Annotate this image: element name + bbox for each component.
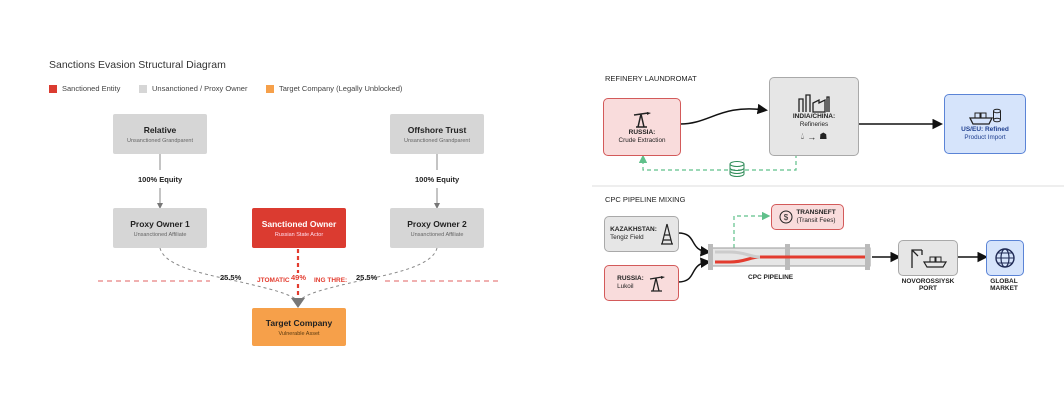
pct-left: 25.5% bbox=[220, 273, 242, 282]
diagram-title: Sanctions Evasion Structural Diagram bbox=[49, 59, 226, 71]
node-sanctioned-owner: Sanctioned Owner Russian State Actor bbox=[252, 208, 346, 248]
node-title: Proxy Owner 2 bbox=[407, 218, 467, 229]
node-title: RUSSIA: bbox=[617, 275, 644, 282]
node-title: Relative bbox=[143, 124, 177, 135]
node-title: TRANSNEFT bbox=[796, 209, 836, 216]
node-novorossiysk-port bbox=[898, 240, 958, 276]
node-russia-lukoil: RUSSIA: Lukoil bbox=[604, 265, 679, 301]
target-arrow-head bbox=[291, 298, 305, 308]
port-label: NOVOROSSIYSK PORT bbox=[898, 278, 958, 292]
oil-drop-icon: 💧︎ bbox=[800, 131, 805, 141]
crane-icon bbox=[911, 249, 948, 268]
node-subtitle: (Transit Fees) bbox=[796, 217, 836, 224]
node-title: Offshore Trust bbox=[407, 124, 467, 135]
node-subtitle: Unsanctioned Affiliate bbox=[410, 231, 464, 238]
node-text: RUSSIA: Lukoil bbox=[617, 275, 644, 291]
legend-label: Target Company (Legally Unblocked) bbox=[279, 84, 403, 93]
node-subtitle: Tengiz Field bbox=[610, 234, 644, 241]
node-subtitle: Russian State Actor bbox=[274, 231, 324, 238]
node-relative: Relative Unsanctioned Grandparent bbox=[113, 114, 207, 154]
legend-label: Sanctioned Entity bbox=[62, 84, 121, 93]
conversion-row: 💧︎ → ☗ bbox=[801, 131, 828, 142]
node-proxy-owner-2: Proxy Owner 2 Unsanctioned Affiliate bbox=[390, 208, 484, 248]
arrow-icon: → bbox=[807, 131, 817, 142]
legend-target: Target Company (Legally Unblocked) bbox=[266, 84, 402, 93]
node-title: INDIA/CHINA: bbox=[792, 113, 836, 120]
threshold-label-right: ING THRE: bbox=[313, 277, 349, 284]
pipeline-label: CPC PIPELINE bbox=[748, 274, 794, 281]
node-proxy-owner-1: Proxy Owner 1 Unsanctioned Affiliate bbox=[113, 208, 207, 248]
node-india-china-refineries: INDIA/CHINA: Refineries 💧︎ → ☗ bbox=[769, 77, 859, 156]
legend-swatch-orange bbox=[266, 84, 274, 93]
pct-right: 25.5% bbox=[356, 273, 378, 282]
node-subtitle: Crude Extraction bbox=[618, 137, 666, 144]
node-subtitle: Product Import bbox=[964, 134, 1006, 141]
market-label: GLOBAL MARKET bbox=[980, 278, 1028, 292]
port-label-line-2: PORT bbox=[918, 285, 938, 292]
node-target-company: Target Company Vulnerable Asset bbox=[252, 308, 346, 346]
legend-swatch-grey bbox=[139, 84, 147, 93]
node-subtitle: Refineries bbox=[799, 121, 829, 128]
refinery-header: REFINERY LAUNDROMAT bbox=[605, 74, 697, 83]
node-subtitle: Unsanctioned Grandparent bbox=[403, 137, 471, 144]
cpc-header: CPC PIPELINE MIXING bbox=[605, 195, 686, 204]
node-title: US/EU: Refined bbox=[961, 126, 1009, 133]
globe-icon bbox=[995, 248, 1015, 268]
ship-icon bbox=[968, 108, 1001, 125]
market-label-line-2: MARKET bbox=[990, 285, 1018, 292]
node-subtitle: Unsanctioned Affiliate bbox=[133, 231, 187, 238]
node-title: Target Company bbox=[265, 317, 333, 328]
equity-label-left: 100% Equity bbox=[138, 175, 183, 184]
derrick-icon bbox=[660, 223, 673, 245]
dollar-icon: $ bbox=[779, 210, 793, 224]
legend-label: Unsanctioned / Proxy Owner bbox=[152, 84, 248, 93]
node-subtitle: Vulnerable Asset bbox=[278, 330, 320, 337]
right-connectors bbox=[592, 103, 1064, 283]
threshold-label-left: JTOMATIC bbox=[256, 277, 291, 284]
node-offshore-trust: Offshore Trust Unsanctioned Grandparent bbox=[390, 114, 484, 154]
legend-swatch-red bbox=[49, 84, 57, 93]
node-transneft: $ TRANSNEFT (Transit Fees) bbox=[771, 204, 844, 230]
node-us-eu-import: US/EU: Refined Product Import bbox=[944, 94, 1026, 154]
oil-pump-icon bbox=[649, 276, 665, 292]
market-label-line-1: GLOBAL bbox=[990, 278, 1018, 285]
node-text: TRANSNEFT (Transit Fees) bbox=[796, 209, 835, 225]
oil-pump-icon bbox=[633, 112, 651, 128]
legend-sanctioned: Sanctioned Entity bbox=[49, 84, 120, 93]
node-russia-crude: RUSSIA: Crude Extraction bbox=[603, 98, 681, 156]
pct-mid: 49% bbox=[290, 273, 308, 282]
svg-text:$: $ bbox=[784, 213, 789, 222]
refinery-icon bbox=[798, 94, 830, 113]
left-connectors bbox=[98, 154, 500, 308]
node-text: KAZAKHSTAN: Tengiz Field bbox=[610, 226, 657, 242]
node-title: RUSSIA: bbox=[628, 129, 656, 136]
money-icon bbox=[729, 161, 745, 177]
node-title: Proxy Owner 1 bbox=[130, 218, 190, 229]
factory-icon: ☗ bbox=[819, 131, 828, 141]
node-kazakhstan: KAZAKHSTAN: Tengiz Field bbox=[604, 216, 679, 252]
node-global-market bbox=[986, 240, 1024, 276]
node-subtitle: Lukoil bbox=[617, 283, 634, 290]
legend-proxy: Unsanctioned / Proxy Owner bbox=[139, 84, 247, 93]
node-title: KAZAKHSTAN: bbox=[610, 226, 657, 233]
equity-label-right: 100% Equity bbox=[415, 175, 460, 184]
node-subtitle: Unsanctioned Grandparent bbox=[126, 137, 194, 144]
node-title: Sanctioned Owner bbox=[261, 218, 337, 229]
port-label-line-1: NOVOROSSIYSK bbox=[901, 278, 955, 285]
